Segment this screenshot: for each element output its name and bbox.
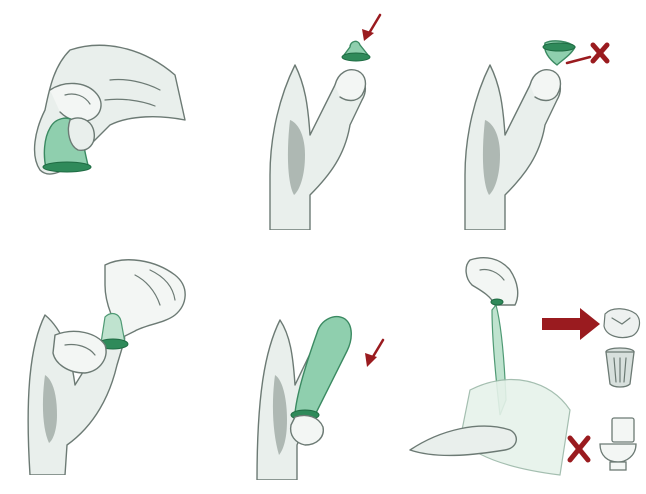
dispose-condom-illustration [400,250,646,485]
trash-bin-icon [606,348,634,387]
tissue-icon [604,309,639,338]
step-3-panel [445,5,625,230]
hand-holding-condom-illustration [10,20,200,220]
step-4-panel [5,245,195,475]
toilet-icon [600,418,636,470]
step-1-panel [10,20,200,220]
right-arrow-icon [542,308,600,340]
x-mark-icon [570,438,588,460]
place-condom-on-tip-illustration [250,5,400,230]
pinch-tip-roll-down-illustration [5,245,195,475]
x-mark-icon [593,45,607,61]
step-5-panel [235,305,395,480]
step-6-panel [400,250,646,485]
fully-rolled-condom-illustration [235,305,395,480]
wrong-side-condom-illustration [445,5,625,230]
step-2-panel [250,5,400,230]
down-arrow-icon [362,29,374,41]
